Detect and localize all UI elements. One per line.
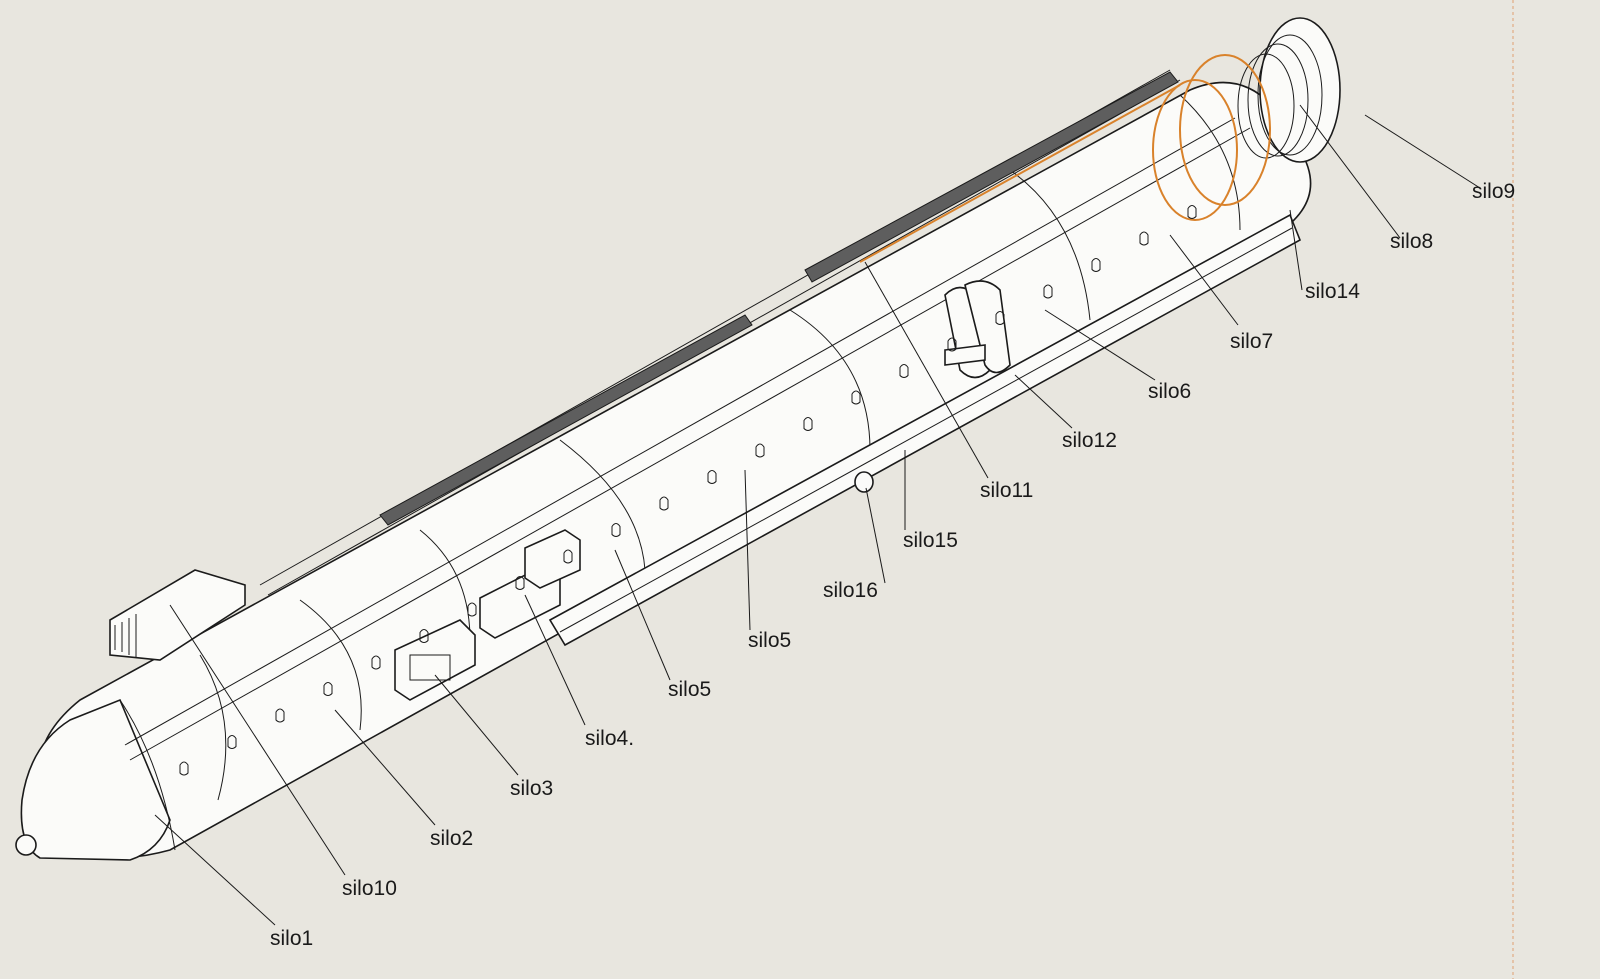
leader-silo14 [1289, 209, 1303, 291]
mount-hook [515, 576, 525, 590]
top-rail [124, 117, 1236, 746]
callout-silo6: silo6 [1148, 380, 1191, 403]
end-box [109, 569, 246, 661]
mount-hook [947, 337, 957, 352]
leader-silo16 [865, 487, 886, 584]
mount-hook [803, 417, 813, 431]
segment-ring [419, 529, 471, 641]
callout-silo1: silo1 [270, 927, 313, 950]
callout-silo4: silo4. [585, 727, 634, 750]
leader-silo9 [1364, 114, 1481, 189]
end-box-fins [114, 614, 137, 658]
leader-silo12 [1014, 374, 1073, 429]
segment-ring [789, 309, 871, 451]
pipe-elbow [964, 280, 1011, 374]
mount-hook [611, 523, 621, 537]
mount-hook [1091, 258, 1101, 272]
leader-silo2 [334, 709, 436, 826]
silo-assembly-body [15, 17, 1341, 861]
tail-flange [1259, 17, 1341, 163]
leader-silo4 [524, 594, 586, 726]
mount-hook [275, 708, 285, 723]
leader-silo5a [614, 549, 671, 681]
tail-rib [1257, 34, 1323, 156]
highlight-ring [1179, 54, 1271, 206]
mount-hook [995, 311, 1005, 325]
segment-ring [1179, 94, 1241, 231]
callout-silo8: silo8 [1390, 230, 1433, 253]
tail-rib [1247, 43, 1309, 157]
highlight-ring [1152, 79, 1238, 221]
mount-hook [707, 470, 717, 484]
callout-labels: silo9 silo8 silo14 silo7 silo6 silo12 si… [270, 180, 1515, 950]
callout-silo11: silo11 [980, 479, 1033, 502]
leader-silo1 [154, 814, 276, 926]
leader-silo10 [169, 604, 346, 876]
callout-silo15: silo15 [903, 529, 958, 552]
callout-silo5-left: silo5 [668, 678, 711, 701]
leader-silo11 [864, 261, 989, 479]
mount-hook [1187, 205, 1197, 219]
mount-hook [851, 390, 861, 405]
callout-silo10: silo10 [342, 877, 397, 900]
callout-silo14: silo14 [1305, 280, 1360, 303]
callout-silo16: silo16 [823, 579, 878, 602]
mount-hook [179, 761, 189, 776]
leader-silo3 [434, 674, 519, 776]
mount-hook [1139, 231, 1149, 246]
highlight-strip [859, 84, 1181, 263]
controller-detail [409, 654, 451, 681]
leader-silo8 [1299, 104, 1401, 239]
mount-brackets [179, 205, 1197, 776]
segment-ring [199, 654, 227, 801]
mount-hook [227, 735, 237, 749]
mount-hook [467, 602, 477, 617]
callout-silo3: silo3 [510, 777, 553, 800]
mount-hook [659, 496, 669, 511]
callout-silo12: silo12 [1062, 429, 1117, 452]
mount-hook [755, 443, 765, 458]
leader-silo5b [744, 469, 751, 631]
callout-silo2: silo2 [430, 827, 473, 850]
segment-ring [559, 439, 646, 571]
top-grate-2 [804, 71, 1179, 283]
controller-box-upper [524, 529, 581, 589]
nose-tip [15, 834, 37, 856]
segment-ring [299, 599, 362, 731]
mount-hook [419, 629, 429, 643]
callout-silo5-right: silo5 [748, 629, 791, 652]
leader-silo7 [1169, 234, 1239, 326]
top-grate-1 [379, 314, 753, 526]
cradle-inner [559, 227, 1293, 633]
leader-silo6 [1044, 309, 1156, 381]
callout-silo9: silo9 [1472, 180, 1515, 203]
callout-silo7: silo7 [1230, 330, 1273, 353]
mount-hook [371, 655, 381, 670]
top-rail [129, 127, 1251, 761]
main-hull [37, 81, 1312, 859]
mount-hook [1043, 284, 1053, 299]
mount-hook [563, 549, 573, 564]
leader-lines [154, 104, 1481, 926]
mount-hook [323, 682, 333, 696]
lower-pipe [854, 471, 874, 493]
mount-hook [899, 364, 909, 378]
